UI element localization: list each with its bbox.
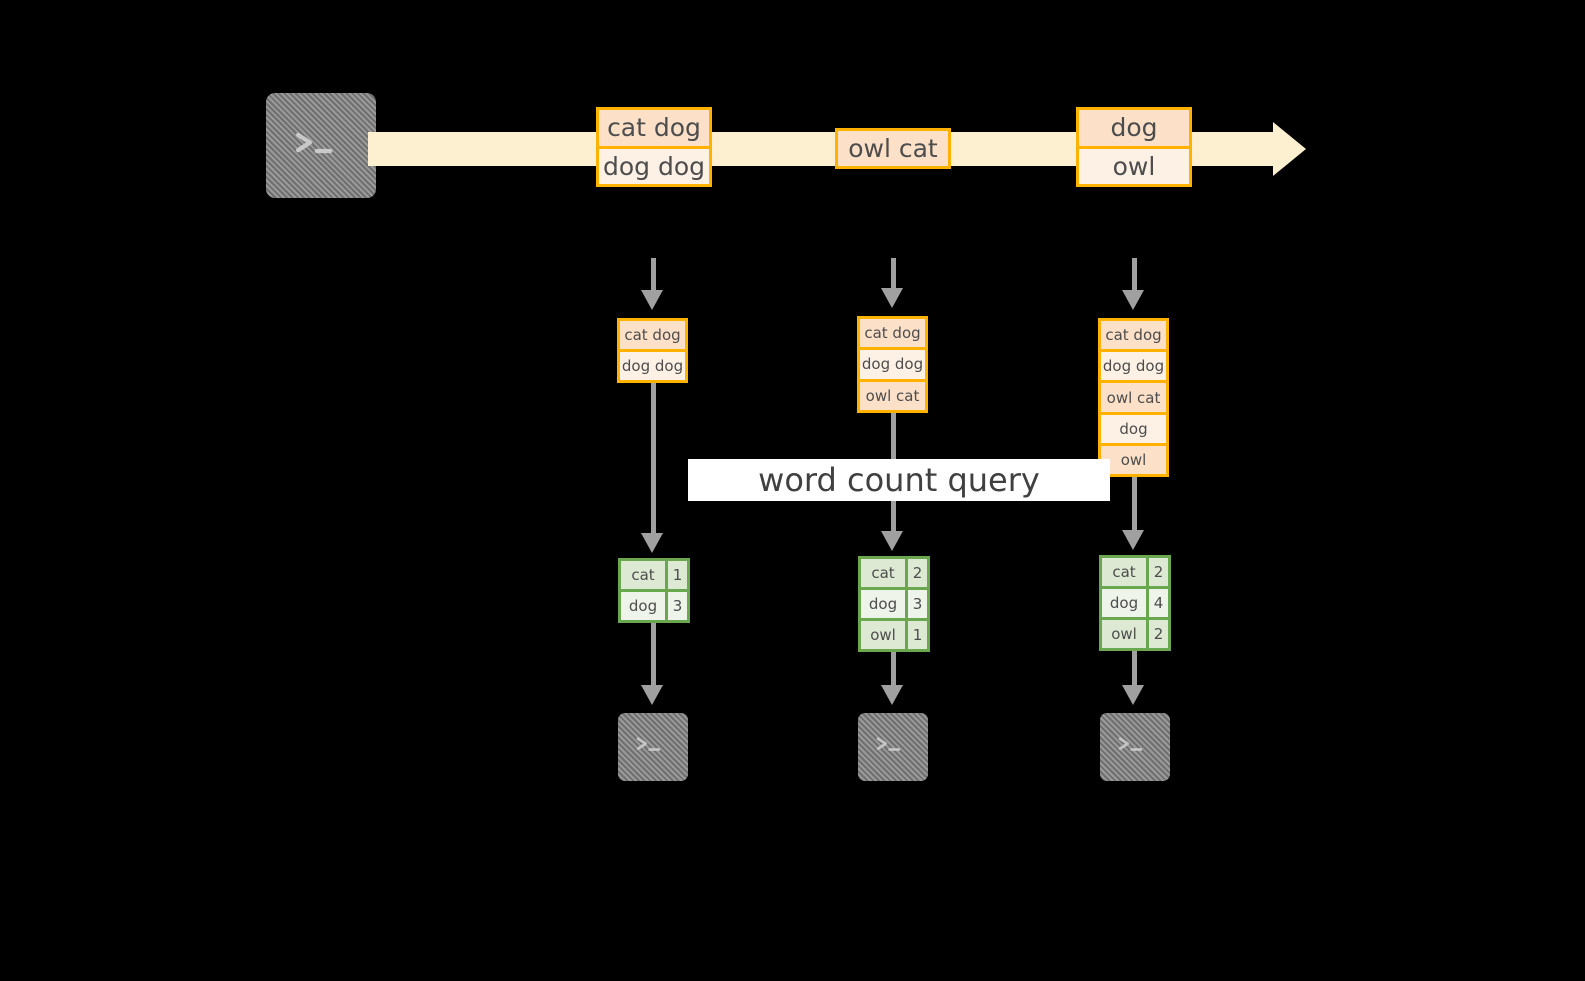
snapshot-2-inbound-arrowhead-icon bbox=[881, 288, 903, 308]
accumulated-line: owl cat bbox=[1101, 380, 1166, 412]
table-row: dog 3 bbox=[861, 587, 927, 618]
result-word: cat bbox=[621, 561, 665, 589]
snapshot-1-query-arrowhead-icon bbox=[641, 533, 663, 553]
snapshot-2-inbound-line bbox=[891, 258, 896, 288]
terminal-prompt-glyph bbox=[876, 737, 901, 751]
snapshot-1-accumulated-box: cat dog dog dog bbox=[617, 318, 688, 383]
snapshot-1-result-table: cat 1 dog 3 bbox=[618, 558, 690, 623]
accumulated-line: owl cat bbox=[860, 378, 925, 410]
snapshot-2-sink-terminal-icon bbox=[858, 713, 928, 781]
snapshot-3-inbound-arrowhead-icon bbox=[1122, 290, 1144, 310]
result-count: 1 bbox=[905, 621, 927, 649]
stream-arrowhead-icon bbox=[1273, 122, 1306, 176]
result-count: 2 bbox=[1146, 558, 1168, 586]
accumulated-line: owl bbox=[1101, 442, 1166, 475]
terminal-prompt-glyph bbox=[295, 132, 333, 154]
stream-event-line: dog bbox=[1079, 110, 1189, 146]
snapshot-1-query-line bbox=[651, 383, 656, 533]
stream-event-line: cat dog bbox=[599, 110, 709, 146]
table-row: dog 4 bbox=[1102, 586, 1168, 617]
terminal-prompt-glyph bbox=[1118, 737, 1143, 751]
stream-event-line: owl cat bbox=[838, 131, 948, 166]
snapshot-2-sink-arrowhead-icon bbox=[881, 685, 903, 705]
result-word: owl bbox=[1102, 620, 1146, 648]
snapshot-1-inbound-arrowhead-icon bbox=[641, 290, 663, 310]
result-word: cat bbox=[861, 559, 905, 587]
snapshot-3-result-table: cat 2 dog 4 owl 2 bbox=[1099, 555, 1171, 651]
accumulated-line: dog dog bbox=[1101, 349, 1166, 381]
snapshot-3-inbound-line bbox=[1132, 258, 1137, 290]
result-word: owl bbox=[861, 621, 905, 649]
snapshot-3-query-line bbox=[1132, 477, 1137, 530]
snapshot-1-sink-arrowhead-icon bbox=[641, 685, 663, 705]
table-row: cat 1 bbox=[621, 561, 687, 589]
result-count: 1 bbox=[665, 561, 687, 589]
snapshot-2-query-arrowhead-icon bbox=[881, 531, 903, 551]
snapshot-1-inbound-line bbox=[651, 258, 656, 290]
table-row: owl 2 bbox=[1102, 617, 1168, 648]
table-row: owl 1 bbox=[861, 618, 927, 649]
snapshot-1-sink-terminal-icon bbox=[618, 713, 688, 781]
accumulated-line: cat dog bbox=[860, 319, 925, 348]
source-terminal-icon bbox=[266, 93, 376, 198]
snapshot-3-sink-arrowhead-icon bbox=[1122, 685, 1144, 705]
accumulated-line: dog dog bbox=[860, 347, 925, 379]
stream-event-line: dog dog bbox=[599, 145, 709, 184]
snapshot-3-sink-terminal-icon bbox=[1100, 713, 1170, 781]
accumulated-line: cat dog bbox=[620, 321, 685, 349]
terminal-prompt-glyph bbox=[636, 737, 661, 751]
stream-event-box: cat dog dog dog bbox=[596, 107, 712, 187]
table-row: dog 3 bbox=[621, 589, 687, 620]
result-count: 2 bbox=[905, 559, 927, 587]
snapshot-2-sink-line bbox=[891, 652, 896, 685]
accumulated-line: dog dog bbox=[620, 349, 685, 380]
result-word: dog bbox=[621, 592, 665, 620]
accumulated-line: dog bbox=[1101, 411, 1166, 443]
stream-event-box: dog owl bbox=[1076, 107, 1192, 187]
snapshot-2-accumulated-box: cat dog dog dog owl cat bbox=[857, 316, 928, 413]
table-row: cat 2 bbox=[1102, 558, 1168, 586]
result-count: 3 bbox=[665, 592, 687, 620]
result-count: 3 bbox=[905, 590, 927, 618]
table-row: cat 2 bbox=[861, 559, 927, 587]
accumulated-line: cat dog bbox=[1101, 321, 1166, 350]
result-word: dog bbox=[1102, 589, 1146, 617]
snapshot-3-accumulated-box: cat dog dog dog owl cat dog owl bbox=[1098, 318, 1169, 477]
stream-event-line: owl bbox=[1079, 145, 1189, 184]
snapshot-3-query-arrowhead-icon bbox=[1122, 530, 1144, 550]
result-count: 4 bbox=[1146, 589, 1168, 617]
result-count: 2 bbox=[1146, 620, 1168, 648]
snapshot-2-result-table: cat 2 dog 3 owl 1 bbox=[858, 556, 930, 652]
query-label: word count query bbox=[688, 459, 1110, 501]
stream-event-box: owl cat bbox=[835, 128, 951, 169]
result-word: dog bbox=[861, 590, 905, 618]
snapshot-3-sink-line bbox=[1132, 651, 1137, 685]
snapshot-1-sink-line bbox=[651, 623, 656, 685]
result-word: cat bbox=[1102, 558, 1146, 586]
